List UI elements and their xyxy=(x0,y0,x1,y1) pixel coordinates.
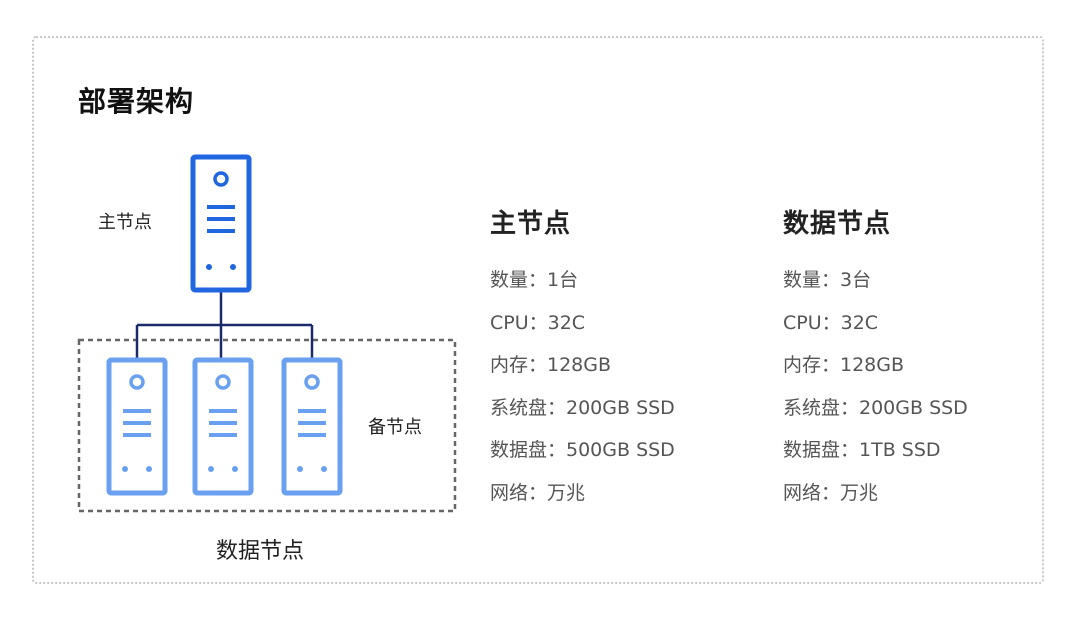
standby-server-icon-2 xyxy=(192,357,254,496)
spec-item: CPU：32C xyxy=(490,311,586,334)
standby-node-label: 备节点 xyxy=(368,417,422,438)
spec-item: CPU：32C xyxy=(783,311,879,334)
connector-lines xyxy=(135,290,314,358)
spec-item: 系统盘：200GB SSD xyxy=(490,396,675,419)
data-node-spec-title: 数据节点 xyxy=(783,209,892,239)
spec-item: 系统盘：200GB SSD xyxy=(783,396,968,419)
master-spec-title: 主节点 xyxy=(490,209,572,239)
diagram-frame xyxy=(32,36,1044,584)
spec-item: 内存：128GB xyxy=(783,354,905,376)
spec-item: 网络：万兆 xyxy=(783,481,879,504)
page-title: 部署架构 xyxy=(78,85,195,118)
spec-item: 数据盘：500GB SSD xyxy=(490,439,675,461)
spec-item: 数量：3台 xyxy=(783,269,872,291)
master-spec-list: 数量：1台 CPU：32C 内存：128GB 系统盘：200GB SSD 数据盘… xyxy=(490,270,675,525)
master-node-label: 主节点 xyxy=(98,212,152,233)
data-node-group-label: 数据节点 xyxy=(216,539,305,564)
spec-item: 数据盘：1TB SSD xyxy=(783,439,941,461)
spec-item: 网络：万兆 xyxy=(490,481,586,504)
spec-item: 内存：128GB xyxy=(490,354,612,376)
data-node-group-border xyxy=(77,338,457,513)
standby-server-icon-1 xyxy=(106,357,168,496)
master-server-icon xyxy=(190,154,252,293)
spec-item: 数量：1台 xyxy=(490,269,579,291)
data-node-spec-list: 数量：3台 CPU：32C 内存：128GB 系统盘：200GB SSD 数据盘… xyxy=(783,270,968,525)
standby-server-icon-3 xyxy=(281,357,343,496)
